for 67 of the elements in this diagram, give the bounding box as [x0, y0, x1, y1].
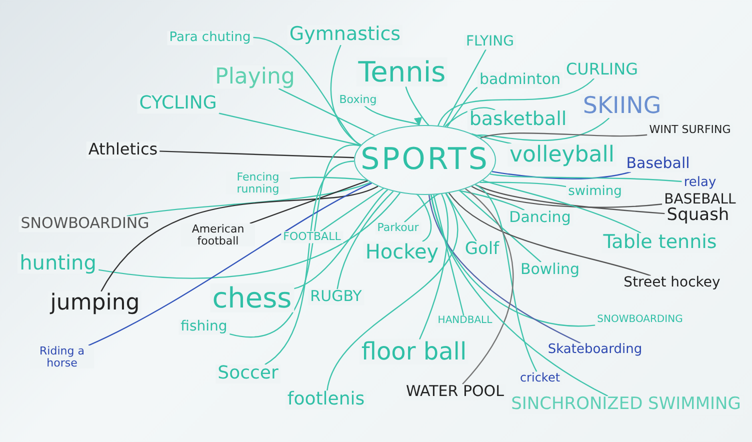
topic-label: Street hockey [622, 276, 722, 290]
topic-label: fishing [178, 320, 230, 334]
topic-label: WINT SURFING [647, 124, 733, 136]
connector-line [404, 194, 440, 223]
connector-line [446, 193, 477, 242]
connector-line [100, 186, 378, 292]
connector-line [430, 194, 608, 397]
connector-line [476, 118, 610, 141]
connector-line [443, 49, 486, 127]
connector-line [444, 107, 496, 127]
connector-line [336, 190, 394, 290]
connector-line [294, 189, 388, 290]
topic-label: swiming [566, 185, 624, 199]
connector-line [416, 194, 432, 242]
topic-label: FOOTBALL [281, 231, 343, 243]
topic-label: Soccer [216, 364, 280, 384]
connector-line [290, 176, 368, 182]
topic-label: cricket [518, 372, 562, 384]
connector-line [480, 132, 648, 139]
topic-label: CURLING [564, 62, 640, 78]
connector-line [160, 150, 354, 158]
connector-line [433, 194, 464, 316]
connector-line [326, 193, 458, 391]
connector-line [98, 192, 401, 279]
connector-line [458, 190, 525, 211]
topic-label: Hockey [363, 242, 441, 262]
connector-line [475, 184, 538, 372]
topic-label: Gymnastics [287, 25, 403, 45]
topic-label: BASEBALL [662, 192, 738, 208]
connector-line [446, 86, 478, 128]
connector-line [482, 180, 642, 234]
topic-label: chess [210, 283, 294, 313]
connector-line [218, 112, 361, 146]
connector-line [229, 145, 360, 338]
connector-line [330, 44, 362, 146]
topic-label: Tennis [356, 57, 448, 87]
connector-line [250, 180, 368, 224]
topic-label: Parkour [375, 222, 421, 234]
connector-line [490, 173, 682, 182]
topic-label: SNOWBOARDING [595, 314, 685, 326]
connector-line [126, 182, 371, 217]
connector-line [430, 194, 596, 327]
connector-line [459, 190, 542, 263]
connector-line [88, 182, 372, 346]
topic-label: SNOWBOARDING [18, 216, 152, 232]
connector-line [278, 88, 375, 136]
topic-label: Athletics [86, 142, 160, 158]
connector-line [438, 78, 595, 126]
connector-line [448, 192, 651, 276]
topic-label: Para chuting [167, 31, 253, 45]
connector-line [320, 188, 384, 232]
topic-label: Boxing [337, 94, 379, 106]
topic-label: FLYING [464, 34, 516, 50]
connector-line [264, 160, 354, 366]
connector-line [492, 170, 631, 180]
connector-line [471, 132, 511, 144]
connector-line [405, 86, 430, 126]
connector-line [428, 194, 581, 344]
connector-line [364, 105, 420, 126]
topic-label: CYCLING [137, 94, 219, 114]
connector-line [419, 194, 448, 340]
topic-label: hunting [18, 252, 98, 274]
connector-line [475, 184, 665, 214]
connector-line [479, 182, 566, 188]
connector-line [462, 188, 514, 385]
connector-line [471, 186, 662, 208]
topic-label: RUGBY [308, 289, 364, 305]
